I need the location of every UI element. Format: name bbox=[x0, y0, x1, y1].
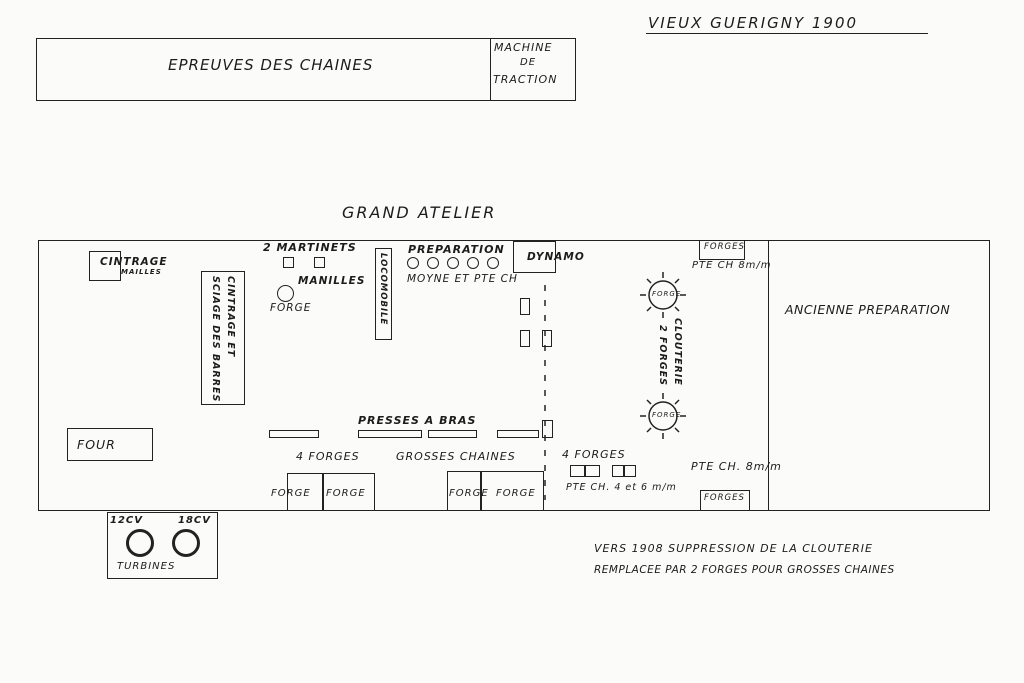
prep-circle-5 bbox=[487, 257, 499, 269]
page-title: VIEUX GUERIGNY 1900 bbox=[648, 14, 859, 32]
prep-circle-2 bbox=[427, 257, 439, 269]
forge-box-2 bbox=[323, 473, 375, 511]
turbine-1 bbox=[126, 529, 154, 557]
forge-round-label: FORGE bbox=[270, 302, 312, 314]
mailles-label: MAILLES bbox=[121, 268, 162, 276]
forges-bottom-label: FORGES bbox=[704, 493, 745, 503]
ancienne-divider bbox=[768, 240, 769, 511]
forge-label-2: FORGE bbox=[326, 488, 366, 499]
note-line-1: VERS 1908 SUPPRESSION DE LA CLOUTERIE bbox=[594, 542, 873, 555]
machine-divider bbox=[490, 38, 491, 101]
clouterie-forges-label: 2 FORGES bbox=[657, 325, 668, 386]
press-4 bbox=[497, 430, 539, 438]
clouterie-label: CLOUTERIE bbox=[672, 318, 683, 386]
martinets-label: 2 MARTINETS bbox=[263, 241, 357, 254]
press-2 bbox=[358, 430, 422, 438]
forge-star-label-1: FORGE bbox=[652, 290, 682, 298]
cintrage-mailles-box bbox=[89, 251, 121, 281]
forge-label-3: FORGE bbox=[449, 488, 489, 499]
forges-top-box bbox=[699, 240, 745, 260]
forge-box-4 bbox=[481, 471, 544, 511]
epreuves-label: EPREUVES DES CHAINES bbox=[168, 56, 374, 74]
petite-ch-8-bottom: PTE CH. 8m/m bbox=[691, 460, 782, 473]
manilles-label: MANILLES bbox=[298, 275, 366, 287]
martinet-2 bbox=[314, 257, 325, 268]
cintrage-barres-box bbox=[201, 271, 245, 405]
martinet-1 bbox=[283, 257, 294, 268]
machine-label-3: TRACTION bbox=[493, 73, 558, 86]
dynamo-box bbox=[513, 241, 556, 273]
locomobile-label: LOCOMOBILE bbox=[378, 253, 388, 326]
four-label: FOUR bbox=[77, 437, 116, 452]
forges-top-label: FORGES bbox=[704, 242, 745, 252]
shaft-block-2 bbox=[520, 330, 530, 347]
cintrage-barres-label-2: SCIAGE DES BARRES bbox=[210, 276, 221, 403]
forge-box-3 bbox=[447, 471, 481, 511]
machine-label-2: DE bbox=[520, 57, 537, 68]
turbine-2 bbox=[172, 529, 200, 557]
locomobile-box bbox=[375, 248, 392, 340]
four-box bbox=[67, 428, 153, 461]
cintrage-barres-label-1: CINTRAGE ET bbox=[225, 276, 236, 358]
forge-square-2 bbox=[585, 465, 600, 477]
presses-label: PRESSES A BRAS bbox=[358, 414, 477, 427]
preparation-label: PREPARATION bbox=[408, 243, 505, 256]
turbine-cv-2: 18CV bbox=[178, 515, 211, 526]
epreuves-building bbox=[36, 38, 576, 101]
forge-square-3 bbox=[612, 465, 624, 477]
forge-square-4 bbox=[624, 465, 636, 477]
forges-bottom-box bbox=[700, 490, 750, 511]
grand-atelier-title: GRAND ATELIER bbox=[342, 203, 497, 222]
title-underline bbox=[646, 33, 928, 34]
shaft-block-1 bbox=[520, 298, 530, 315]
forge-square-1 bbox=[570, 465, 585, 477]
ancienne-preparation-label: ANCIENNE PREPARATION bbox=[785, 302, 951, 317]
shaft-block-3 bbox=[542, 330, 552, 347]
prep-circle-4 bbox=[467, 257, 479, 269]
turbines-box bbox=[107, 512, 218, 579]
dynamo-label: DYNAMO bbox=[527, 251, 585, 263]
petite-ch-4-6: PTE CH. 4 et 6 m/m bbox=[566, 482, 677, 493]
forge-round bbox=[277, 285, 294, 302]
shaft-block-4 bbox=[542, 420, 553, 438]
press-3 bbox=[428, 430, 477, 438]
turbines-label: TURBINES bbox=[117, 561, 176, 572]
turbine-cv-1: 12CV bbox=[110, 515, 143, 526]
moyne-label: MOYNE ET PTE CH bbox=[407, 273, 518, 285]
forge-box-1 bbox=[287, 473, 323, 511]
press-1 bbox=[269, 430, 319, 438]
forge-label-1: FORGE bbox=[271, 488, 311, 499]
four-forges-left-label: 4 FORGES bbox=[296, 450, 360, 463]
prep-circle-3 bbox=[447, 257, 459, 269]
forge-star-label-2: FORGE bbox=[652, 411, 682, 419]
forge-label-4: FORGE bbox=[496, 488, 536, 499]
prep-circle-1 bbox=[407, 257, 419, 269]
four-forges-right-label: 4 FORGES bbox=[562, 448, 626, 461]
cintrage-label: CINTRAGE bbox=[100, 256, 168, 268]
petite-ch-8-top: PTE CH 8m/m bbox=[692, 260, 772, 271]
machine-label-1: MACHINE bbox=[494, 41, 553, 54]
note-line-2: REMPLACEE PAR 2 FORGES POUR GROSSES CHAI… bbox=[594, 564, 895, 576]
grosses-chaines-label: GROSSES CHAINES bbox=[396, 450, 516, 463]
